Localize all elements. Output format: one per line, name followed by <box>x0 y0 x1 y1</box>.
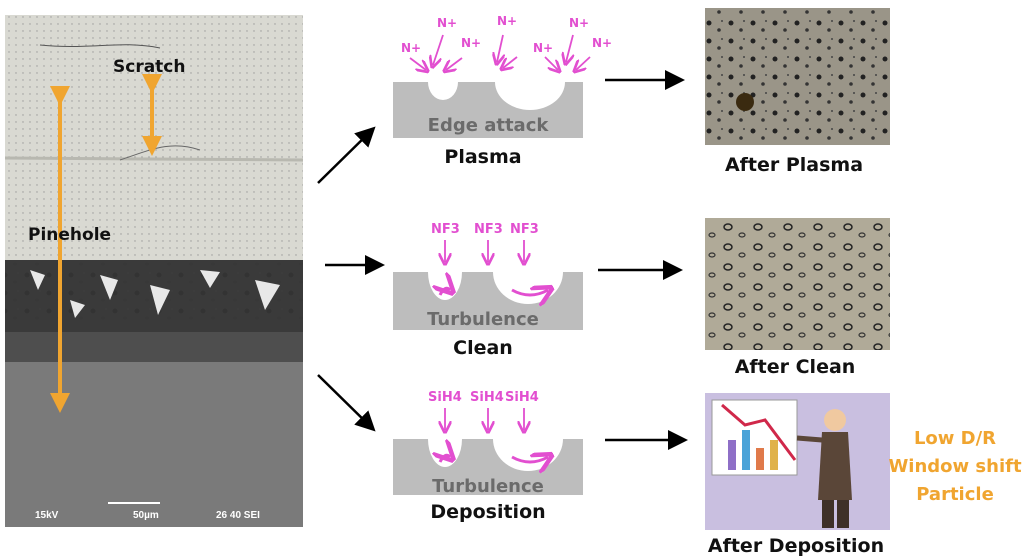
plasma-effect: Edge attack <box>428 115 550 136</box>
after-clean-caption: After Clean <box>735 356 856 378</box>
sem-voltage: 15kV <box>35 510 59 521</box>
gas-label: NF3 <box>431 222 460 237</box>
ion-label: N+ <box>533 41 553 55</box>
ion-label: N+ <box>497 14 517 28</box>
pinehole-label: Pinehole <box>28 225 111 245</box>
deposition-title: Deposition <box>430 501 545 523</box>
gas-label: NF3 <box>474 222 503 237</box>
gas-label: SiH4 <box>505 390 539 405</box>
ion-label: N+ <box>437 16 457 30</box>
deposition-diagram: SiH4 SiH4 SiH4 Turbulence Deposition <box>393 390 583 523</box>
sem-code: 26 40 SEI <box>216 510 260 521</box>
plasma-diagram: N+ N+ N+ N+ N+ N+ N+ Edge attack Plasma <box>393 14 612 168</box>
gas-label: SiH4 <box>470 390 504 405</box>
clean-diagram: NF3 NF3 NF3 Turbulence Clean <box>393 222 583 359</box>
scratch-label: Scratch <box>113 57 185 77</box>
after-plasma-caption: After Plasma <box>725 154 863 176</box>
sem-scale: 50µm <box>133 510 159 521</box>
clean-title: Clean <box>453 337 513 359</box>
branch-arrows <box>317 70 688 450</box>
issue-window-shift: Window shift <box>888 456 1022 477</box>
issues-list: Low D/R Window shift Particle <box>888 428 1022 505</box>
after-deposition-caption: After Deposition <box>708 535 884 557</box>
after-plasma-image <box>705 8 890 145</box>
clean-effect: Turbulence <box>427 309 539 330</box>
issue-particle: Particle <box>916 484 994 505</box>
defect-annotations: Scratch Pinehole <box>28 57 185 413</box>
ion-label: N+ <box>461 36 481 50</box>
gas-label: SiH4 <box>428 390 462 405</box>
after-deposition-illustration <box>705 393 890 530</box>
issue-low-dr: Low D/R <box>914 428 996 449</box>
ion-label: N+ <box>569 16 589 30</box>
plasma-title: Plasma <box>444 146 521 168</box>
after-clean-image <box>705 218 890 350</box>
deposition-effect: Turbulence <box>432 476 544 497</box>
gas-label: NF3 <box>510 222 539 237</box>
ion-label: N+ <box>592 36 612 50</box>
ion-label: N+ <box>401 41 421 55</box>
